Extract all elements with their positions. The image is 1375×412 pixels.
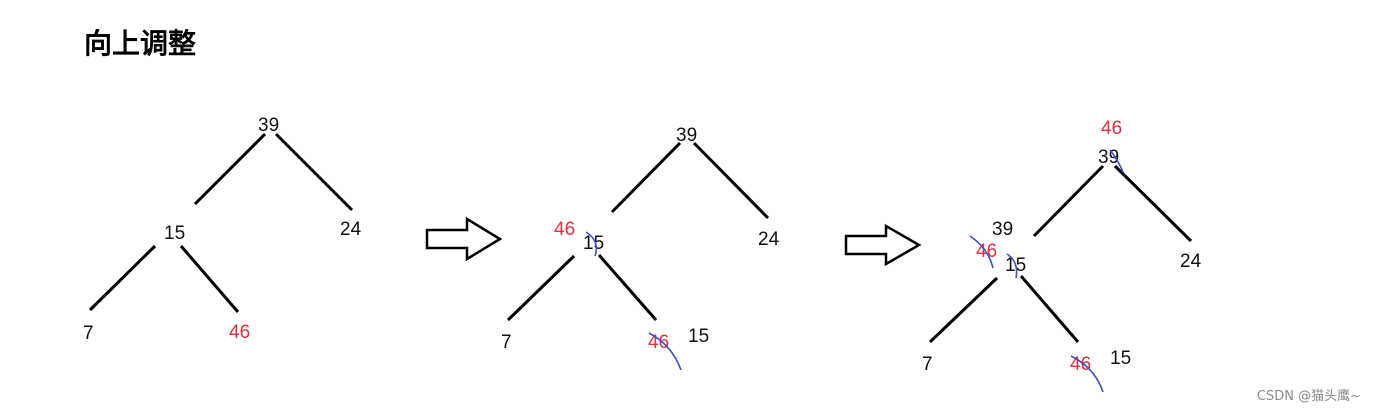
edge-15-46	[179, 245, 240, 313]
edge-39-24	[692, 141, 770, 220]
node-label: 24	[758, 229, 780, 250]
panel-swap-step-1: 39 46 15 24 7 46 15	[501, 125, 780, 371]
strike-mark	[1070, 355, 1104, 393]
strike-mark	[648, 332, 682, 371]
edge-mid-15	[1019, 275, 1080, 343]
panel-swap-step-2: 46 39 39 46 15 24 7 46 15	[922, 118, 1202, 393]
node-label: 24	[1180, 251, 1202, 272]
edge-15-7	[88, 244, 157, 312]
strike-mark	[969, 235, 994, 269]
transition-arrow	[844, 223, 922, 267]
node-label: 39	[992, 219, 1013, 240]
transition-arrow	[425, 216, 503, 262]
node-label-highlight: 46	[229, 322, 250, 343]
node-label-struck: 15	[583, 233, 604, 254]
node-label: 7	[83, 323, 94, 344]
strike-mark	[1006, 253, 1018, 279]
node-label-highlight-struck: 46	[1070, 354, 1091, 375]
edge-46-7	[506, 254, 576, 322]
edge-root-right	[1113, 164, 1193, 243]
strike-mark	[585, 231, 598, 257]
node-label: 39	[676, 125, 697, 146]
node-label: 7	[922, 354, 933, 375]
node-label: 15	[688, 326, 709, 347]
node-label: 24	[340, 219, 362, 240]
edge-39-46	[610, 141, 682, 214]
edge-root-left	[1032, 164, 1105, 238]
edge-39-24	[274, 132, 354, 212]
edge-46-15	[597, 254, 658, 321]
panel-initial-tree: 39 15 24 7 46	[83, 115, 362, 344]
node-label-highlight: 46	[554, 219, 575, 240]
watermark: CSDN @猫头鹰~	[1256, 389, 1361, 404]
node-label-highlight-struck: 46	[648, 332, 669, 353]
node-label: 39	[258, 115, 279, 136]
edge-39-15	[193, 132, 267, 206]
node-label-highlight: 46	[1101, 118, 1122, 139]
node-label: 15	[1110, 348, 1131, 369]
strike-mark	[1109, 149, 1124, 173]
node-label: 15	[164, 223, 185, 244]
edge-mid-7	[928, 276, 999, 344]
node-label: 7	[501, 332, 512, 353]
diagram-title: 向上调整	[84, 27, 197, 60]
node-label-struck: 39	[1098, 147, 1119, 168]
